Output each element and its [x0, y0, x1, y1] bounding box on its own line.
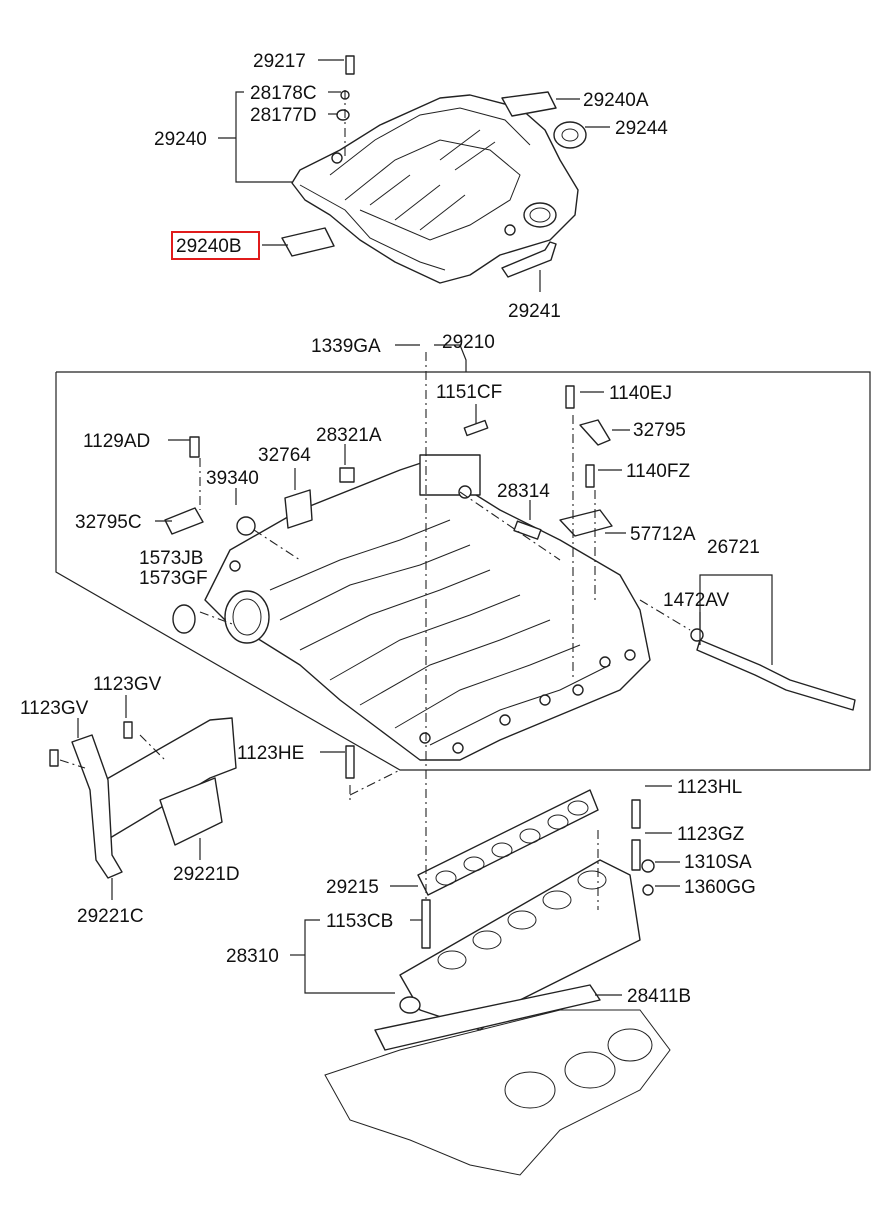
- label-1123HL[interactable]: 1123HL: [677, 777, 742, 798]
- label-29217[interactable]: 29217: [253, 51, 306, 72]
- engine-cover-29240: [291, 94, 579, 284]
- label-1140FZ[interactable]: 1140FZ: [626, 461, 690, 482]
- label-1573JB[interactable]: 1573JB: [139, 548, 203, 569]
- label-28310[interactable]: 28310: [226, 946, 279, 967]
- label-29221D[interactable]: 29221D: [173, 864, 240, 885]
- label-29215[interactable]: 29215: [326, 877, 379, 898]
- label-1339GA[interactable]: 1339GA: [311, 336, 381, 357]
- assembly-box-29210: [55, 371, 871, 771]
- label-32795[interactable]: 32795: [633, 420, 686, 441]
- bracket-29221C: [49, 734, 123, 879]
- label-1360GG[interactable]: 1360GG: [684, 877, 756, 898]
- label-28314[interactable]: 28314: [497, 481, 550, 502]
- label-28321A[interactable]: 28321A: [316, 425, 382, 446]
- label-1573GF[interactable]: 1573GF: [139, 568, 208, 589]
- label-1310SA[interactable]: 1310SA: [684, 852, 752, 873]
- hose-26721: [696, 639, 856, 711]
- bracket-29221D: [104, 717, 237, 846]
- label-32795C[interactable]: 32795C: [75, 512, 142, 533]
- intake-manifold: [204, 454, 651, 761]
- leader-lines: [77, 59, 773, 996]
- label-1123GV-a[interactable]: 1123GV: [93, 674, 162, 695]
- highlight-box-29240B: [171, 231, 260, 260]
- engine-block: [324, 1009, 671, 1176]
- label-28411B[interactable]: 28411B: [627, 986, 691, 1007]
- label-29241[interactable]: 29241: [508, 301, 561, 322]
- label-1140EJ[interactable]: 1140EJ: [609, 383, 672, 404]
- center-lines: [59, 90, 691, 910]
- label-29240A[interactable]: 29240A: [583, 90, 649, 111]
- labels: 29217 28178C 28177D 29240 29240A 29244 2…: [20, 51, 760, 1007]
- label-1151CF[interactable]: 1151CF: [436, 382, 502, 403]
- cover-small-parts: [281, 55, 587, 278]
- label-29210[interactable]: 29210: [442, 332, 495, 353]
- label-26721[interactable]: 26721: [707, 537, 760, 558]
- label-39340[interactable]: 39340: [206, 468, 259, 489]
- gasket-28411B: [374, 984, 601, 1051]
- label-57712A[interactable]: 57712A: [630, 524, 696, 545]
- label-1123HE[interactable]: 1123HE: [237, 743, 304, 764]
- label-1123GZ[interactable]: 1123GZ: [677, 824, 745, 845]
- label-1472AV[interactable]: 1472AV: [663, 590, 730, 611]
- label-28177D[interactable]: 28177D: [250, 105, 317, 126]
- label-1153CB[interactable]: 1153CB: [326, 911, 393, 932]
- label-29240[interactable]: 29240: [154, 129, 207, 150]
- manifold-small-parts: [164, 385, 613, 634]
- label-1129AD[interactable]: 1129AD: [83, 431, 150, 452]
- label-29221C[interactable]: 29221C: [77, 906, 144, 927]
- label-29240B[interactable]: 29240B: [176, 236, 242, 257]
- label-29244[interactable]: 29244: [615, 118, 668, 139]
- label-1123GV-b[interactable]: 1123GV: [20, 698, 89, 719]
- label-28178C[interactable]: 28178C: [250, 83, 317, 104]
- label-32764[interactable]: 32764: [258, 445, 311, 466]
